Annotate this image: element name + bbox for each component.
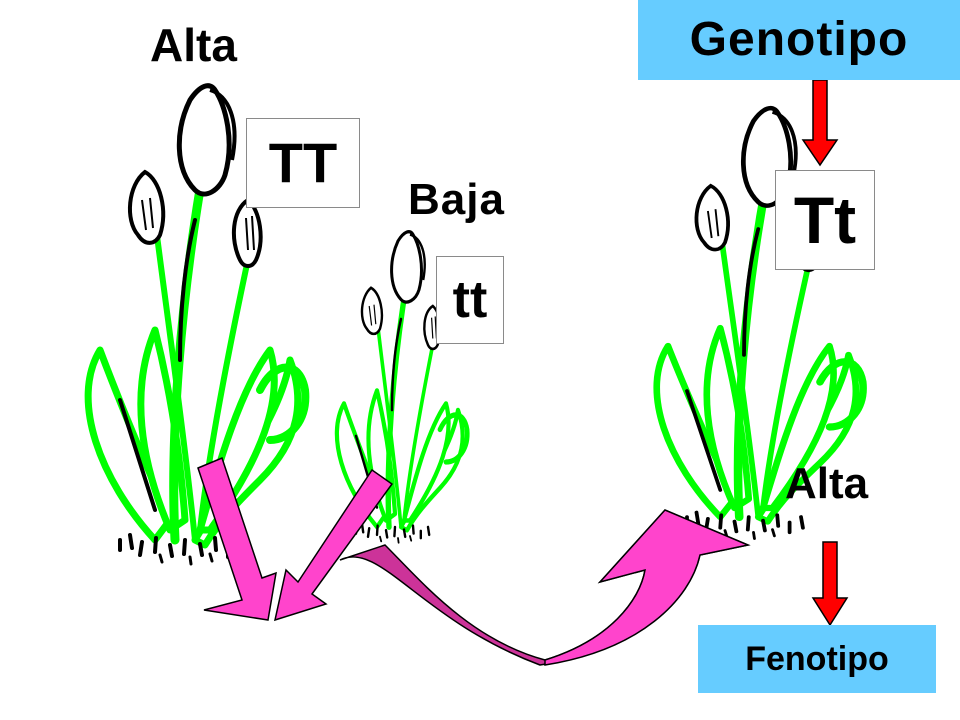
parent1-phenotype-label: Alta <box>150 19 237 71</box>
offspring-curved-arrow-highlight <box>544 509 751 666</box>
genotype-banner: Genotipo <box>638 0 960 80</box>
offspring-phenotype-label: Alta <box>785 459 869 508</box>
parent1-genotype-box: TT <box>246 118 360 208</box>
parent1-genotype: TT <box>268 131 338 194</box>
phenotype-arrow <box>811 541 849 627</box>
parent2-genotype-box: tt <box>436 256 504 344</box>
cross-arrow-left <box>197 456 277 621</box>
phenotype-banner-label: Fenotipo <box>745 640 889 678</box>
offspring-genotype: Tt <box>793 183 857 257</box>
genotype-banner-label: Genotipo <box>689 13 909 66</box>
phenotype-banner: Fenotipo <box>698 625 936 693</box>
parent2-phenotype-label: Baja <box>408 175 505 224</box>
parent2-genotype: tt <box>452 271 488 329</box>
cross-arrow-right <box>273 468 394 622</box>
offspring-genotype-box: Tt <box>775 170 875 270</box>
genotype-arrow <box>801 79 839 167</box>
